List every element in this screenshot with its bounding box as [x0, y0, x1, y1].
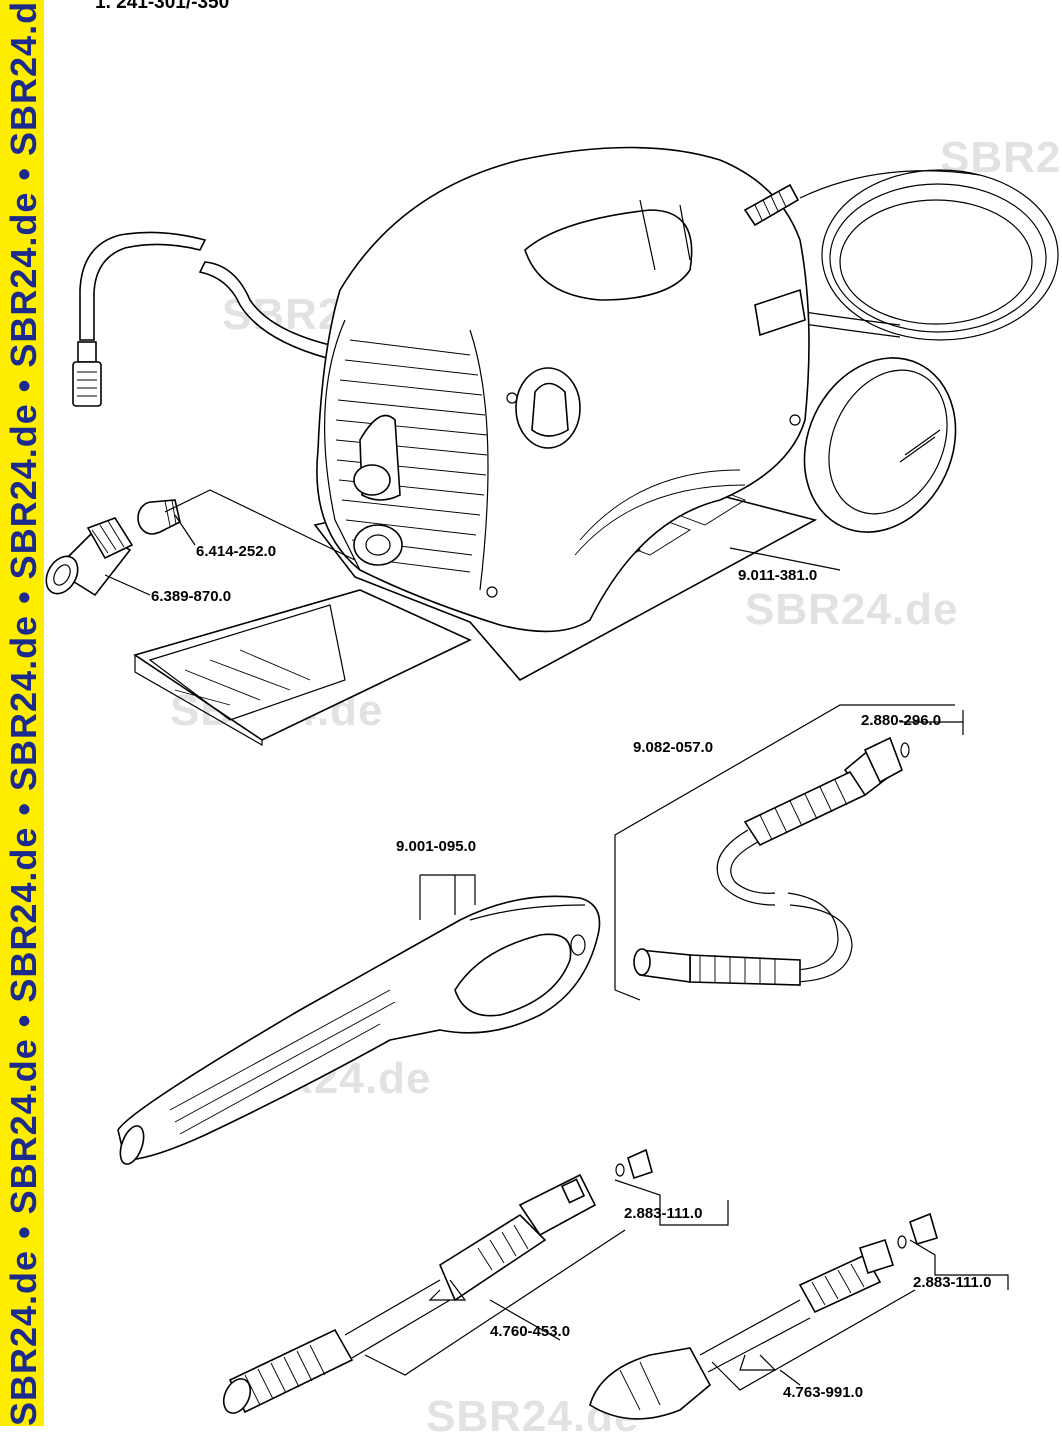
garden-hose-coupling [45, 499, 181, 597]
part-number-label: 9.082-057.0 [633, 739, 714, 756]
detergent-tray [133, 589, 472, 747]
pressure-washer-body [313, 146, 1059, 682]
part-number-label: 9.001-095.0 [396, 838, 477, 855]
rotary-nozzle-lance [589, 1212, 938, 1420]
part-number-label: 2.883-111.0 [624, 1205, 703, 1222]
spray-lance [222, 1148, 653, 1414]
page-title: 1. 241-301/-350 [95, 0, 230, 13]
leader-lines [104, 489, 1009, 1391]
suction-hose [72, 231, 331, 407]
side-watermark-band: SBR24.de • SBR24.de • SBR24.de • SBR24.d… [0, 0, 44, 1426]
spray-gun [117, 895, 601, 1165]
high-pressure-hose [633, 736, 910, 986]
part-number-label: 2.880-296.0 [861, 712, 942, 729]
watermark: SBR2 [940, 133, 1062, 182]
watermark: SBR24.de [745, 585, 959, 634]
part-number-label: 9.011-381.0 [738, 567, 818, 584]
part-number-label: 2.883-111.0 [913, 1274, 992, 1291]
part-number-label: 4.763-991.0 [783, 1384, 864, 1401]
part-number-label: 6.389-870.0 [151, 588, 232, 605]
part-number-label: 4.760-453.0 [490, 1323, 571, 1340]
part-number-label: 6.414-252.0 [196, 543, 277, 560]
